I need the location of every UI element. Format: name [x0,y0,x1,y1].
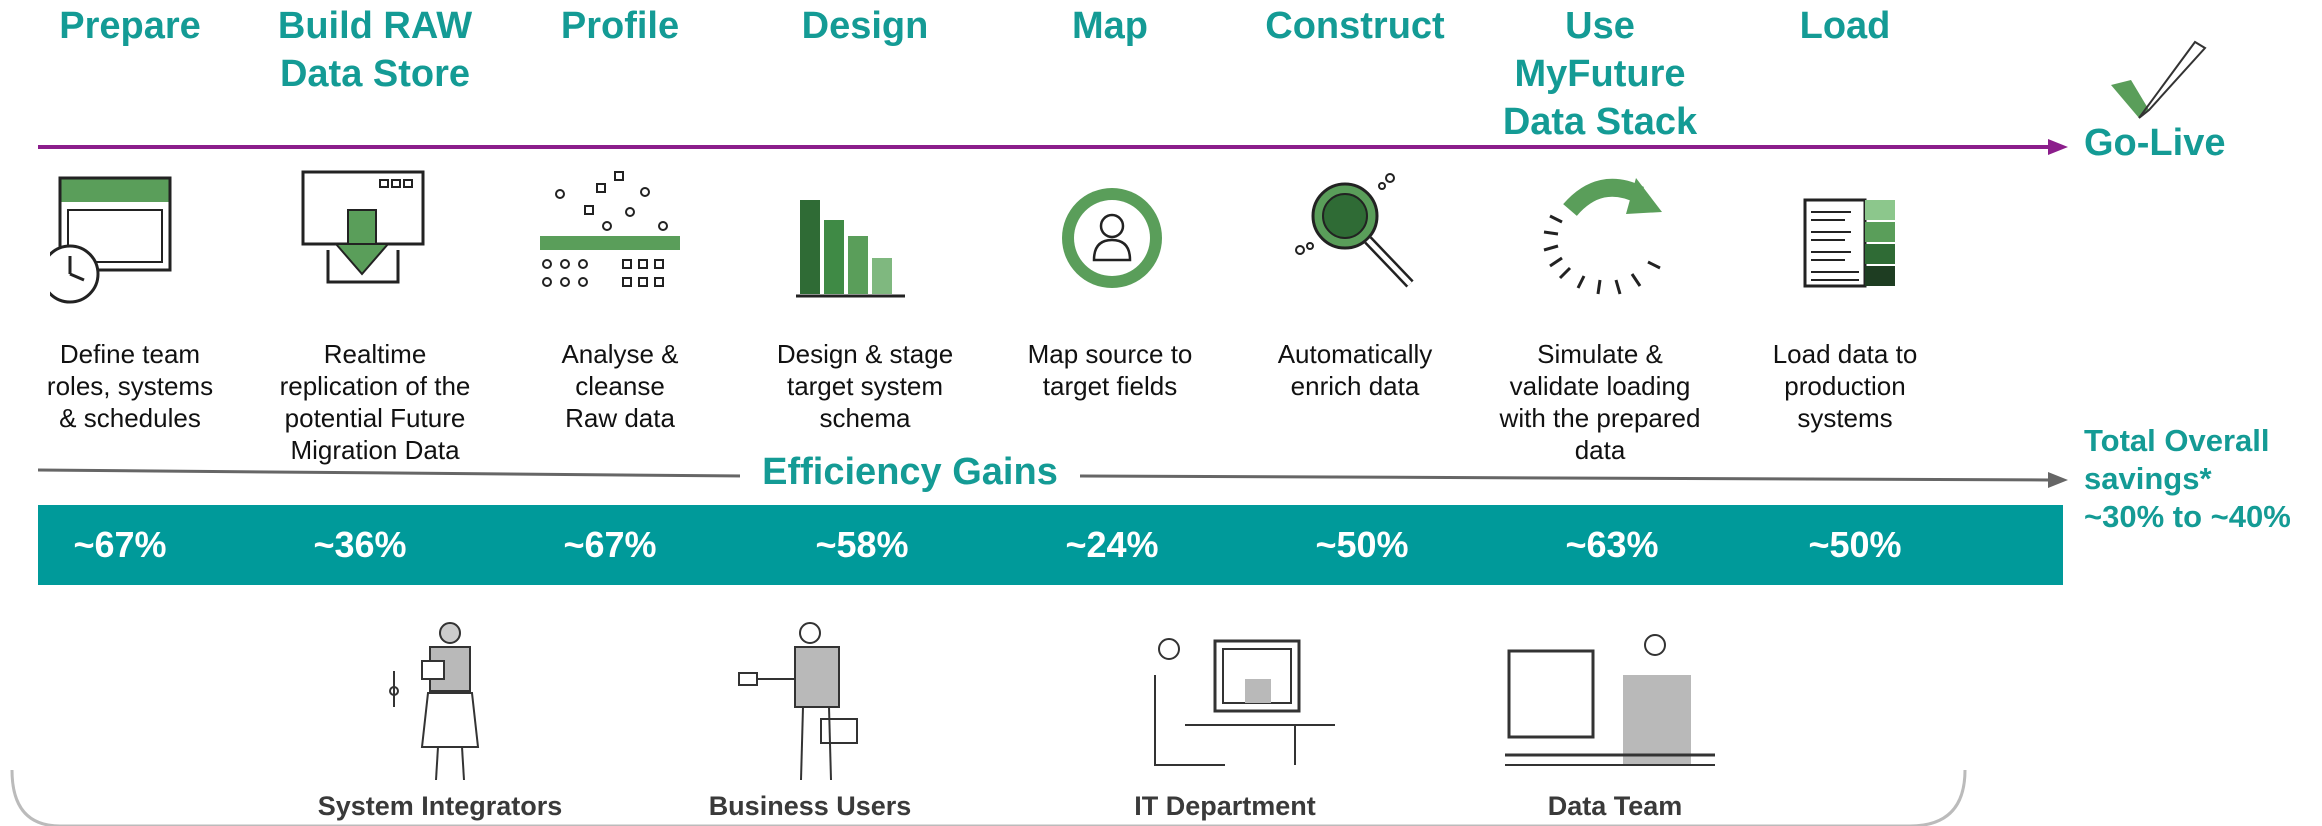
phase-desc-profile: Analyse & cleanse Raw data [561,339,679,433]
savings-build-raw: ~36% [313,524,407,565]
savings-construct: ~50% [1315,524,1409,565]
go-live-check-icon [2111,40,2207,119]
savings-design: ~58% [815,524,909,565]
phase-title-build-raw: Build RAW Data Store [277,5,473,95]
phase-title-load: Load [1799,5,1891,47]
savings-use-myfuture: ~63% [1565,524,1659,565]
efficiency-gains-label: Efficiency Gains [740,448,1080,496]
phase-desc-design: Design & stage target system schema [776,339,954,433]
phase-title-construct: Construct [1265,5,1445,47]
savings-band [38,505,2063,585]
phase-title-profile: Profile [560,5,680,47]
phase-title-design: Design [801,5,929,47]
load-table-icon [1803,198,1895,288]
business-user-person-icon [738,622,858,781]
phase-title-use-myfuture: Use MyFuture Data Stack [1502,5,1698,143]
phase-desc-build-raw: Realtime replication of the potential Fu… [279,339,471,465]
go-live-label: Go-Live [2084,122,2226,164]
phase-desc-prepare: Define team roles, systems & schedules [46,339,214,433]
refresh-arrow-icon [1543,178,1662,295]
persona-label-it-department: IT Department [1134,791,1316,821]
phase-title-prepare: Prepare [59,5,201,47]
savings-prepare: ~67% [73,524,167,565]
persona-label-business-users: Business Users [708,791,912,821]
phase-desc-use-myfuture: Simulate & validate loading with the pre… [1499,339,1701,465]
phase-desc-map: Map source to target fields [1027,339,1193,401]
magnifier-icon [1295,173,1414,288]
person-circle-icon [1062,188,1162,288]
phase-desc-load: Load data to production systems [1772,339,1918,433]
it-department-desk-icon [1154,638,1335,766]
download-window-icon [301,170,425,284]
data-team-desk-icon [1505,634,1715,766]
bar-chart-icon [796,200,905,298]
phase-desc-construct: Automatically enrich data [1277,339,1433,401]
savings-map: ~24% [1065,524,1159,565]
system-integrator-person-icon [389,622,480,781]
phase-title-map: Map [1072,5,1148,47]
data-points-filter-icon [540,171,680,287]
persona-label-system-integrators: System Integrators [317,791,563,821]
savings-profile: ~67% [563,524,657,565]
calendar-clock-icon [50,176,172,304]
savings-load: ~50% [1808,524,1902,565]
persona-label-data-team: Data Team [1547,791,1683,821]
total-overall-savings: Total Overall savings* ~30% to ~40% [2084,423,2291,534]
